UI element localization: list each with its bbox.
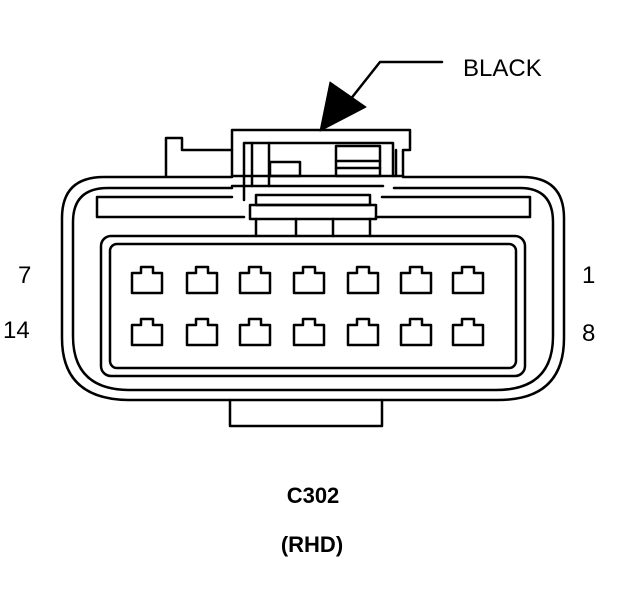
color-label: BLACK	[463, 55, 542, 82]
pin-label-8: 8	[582, 320, 595, 347]
pin-label-1: 1	[582, 262, 595, 289]
latch-plate-lower	[248, 203, 378, 221]
pin-label-14: 14	[3, 317, 30, 344]
terminal-cavity-10	[346, 317, 380, 347]
connector-title: C302 (RHD)	[281, 483, 343, 557]
connector-variant: (RHD)	[281, 532, 343, 557]
latch-plate-upper	[254, 193, 372, 207]
terminal-cavity-12	[238, 317, 272, 347]
latch-left-tab	[164, 136, 234, 178]
terminal-cavity-5	[238, 265, 272, 295]
pin-labels: 7 14 1 8	[3, 262, 595, 347]
color-callout: BLACK	[319, 55, 542, 132]
callout-arrowhead	[319, 81, 367, 132]
latch-inner	[242, 141, 395, 202]
left-rail	[95, 195, 246, 219]
terminal-cavity-1	[451, 265, 485, 295]
terminal-cavity-7	[130, 265, 164, 295]
housing-outline	[60, 175, 566, 402]
bottom-tab	[228, 398, 384, 428]
connector-housing	[60, 175, 566, 428]
terminal-cavity-4	[292, 265, 326, 295]
connector-id: C302	[287, 483, 340, 508]
terminal-cavity-9	[399, 317, 433, 347]
terminal-cavity-6	[185, 265, 219, 295]
terminal-cavity-3	[346, 265, 380, 295]
terminal-cavity-13	[185, 317, 219, 347]
housing-inner-outline	[71, 186, 555, 392]
pin-label-7: 7	[18, 262, 31, 289]
latch-body	[230, 128, 412, 178]
terminal-grid	[130, 265, 485, 347]
callout-leader-line	[340, 60, 444, 112]
terminal-cavity	[99, 234, 527, 378]
terminal-cavity-2	[399, 265, 433, 295]
cavity-outer-frame	[99, 234, 527, 378]
connector-latch	[164, 128, 412, 238]
terminal-cavity-14	[130, 317, 164, 347]
right-rail	[374, 195, 532, 219]
terminal-cavity-8	[451, 317, 485, 347]
latch-bump	[268, 160, 302, 178]
terminal-cavity-11	[292, 317, 326, 347]
cavity-inner-frame	[108, 242, 518, 370]
